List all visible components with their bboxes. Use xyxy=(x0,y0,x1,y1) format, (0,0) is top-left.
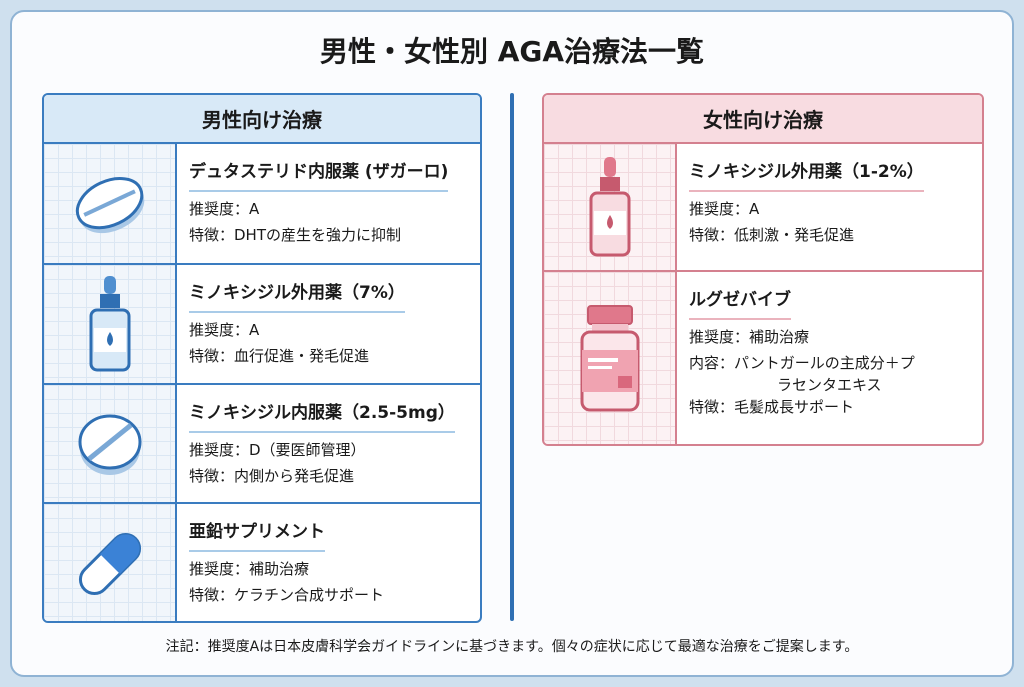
column-divider xyxy=(510,93,514,621)
feature: 特徴：内側から発毛促進 xyxy=(189,467,355,485)
capsule-icon xyxy=(44,504,177,621)
feature: 特徴：血行促進・発毛促進 xyxy=(189,347,370,365)
male-treatments-card: 男性向け治療 デュタステリド内服薬 (ザガーロ) 推奨度：A 特徴：DHTの産生を強… xyxy=(42,93,482,623)
female-header: 女性向け治療 xyxy=(544,95,982,144)
dropper-bottle-icon xyxy=(44,265,177,383)
treatment-row: ルグゼバイブ推奨度：補助治療内容：パントガールの主成分＋プラセンタエキス特徴：毛… xyxy=(544,272,982,444)
feature: 特徴：ケラチン合成サポート xyxy=(189,586,385,604)
recommendation: 推奨度：A xyxy=(189,320,260,339)
treatment-name: デュタステリド内服薬 (ザガーロ) xyxy=(189,158,449,192)
pill-tablet-icon xyxy=(44,144,177,263)
recommendation: 推奨度：D（要医師管理） xyxy=(189,440,366,459)
footnote: 注記：推奨度Aは日本皮膚科学会ガイドラインに基づきます。個々の症状に応じて最適な… xyxy=(165,639,859,655)
pill-tablet-icon xyxy=(44,385,177,502)
treatment-name: ミノキシジル外用薬（7%） xyxy=(189,279,405,313)
feature: 特徴：低刺激・発毛促進 xyxy=(689,226,855,244)
treatment-name: 亜鉛サプリメント xyxy=(189,518,325,552)
page-title: 男性・女性別 AGA治療法一覧 xyxy=(319,35,705,68)
female-treatments-card: 女性向け治療 ミノキシジル外用薬（1-2%） 推奨度：A 特徴：低刺激・発毛促進 ル… xyxy=(542,93,984,446)
treatment-row: ミノキシジル外用薬（7%） 推奨度：A 特徴：血行促進・発毛促進 xyxy=(44,265,480,385)
feature: 特徴：毛髪成長サポート xyxy=(689,398,855,417)
treatment-row: ミノキシジル外用薬（1-2%） 推奨度：A 特徴：低刺激・発毛促進 xyxy=(544,144,982,272)
treatment-row: ミノキシジル内服薬（2.5-5mg） 推奨度：D（要医師管理） 特徴：内側から発毛促… xyxy=(44,385,480,504)
recommendation: 推奨度：補助治療 xyxy=(689,327,810,346)
treatment-row: デュタステリド内服薬 (ザガーロ) 推奨度：A 特徴：DHTの産生を強力に抑制 xyxy=(44,144,480,265)
treatment-name: ミノキシジル内服薬（2.5-5mg） xyxy=(189,399,455,433)
contents-continued: ラセンタエキス xyxy=(777,376,882,395)
treatment-name: ミノキシジル外用薬（1-2%） xyxy=(689,158,924,192)
recommendation: 推奨度：補助治療 xyxy=(189,559,310,578)
recommendation: 推奨度：A xyxy=(189,199,260,218)
treatment-name: ルグゼバイブ xyxy=(689,286,791,320)
supplement-bottle-icon xyxy=(544,272,677,444)
contents: 内容：パントガールの主成分＋プ xyxy=(689,354,915,372)
dropper-bottle-icon xyxy=(544,144,677,270)
feature: 特徴：DHTの産生を強力に抑制 xyxy=(189,226,401,244)
male-header: 男性向け治療 xyxy=(44,95,480,144)
recommendation: 推奨度：A xyxy=(689,199,760,218)
treatment-row: 亜鉛サプリメント推奨度：補助治療特徴：ケラチン合成サポート xyxy=(44,504,480,621)
